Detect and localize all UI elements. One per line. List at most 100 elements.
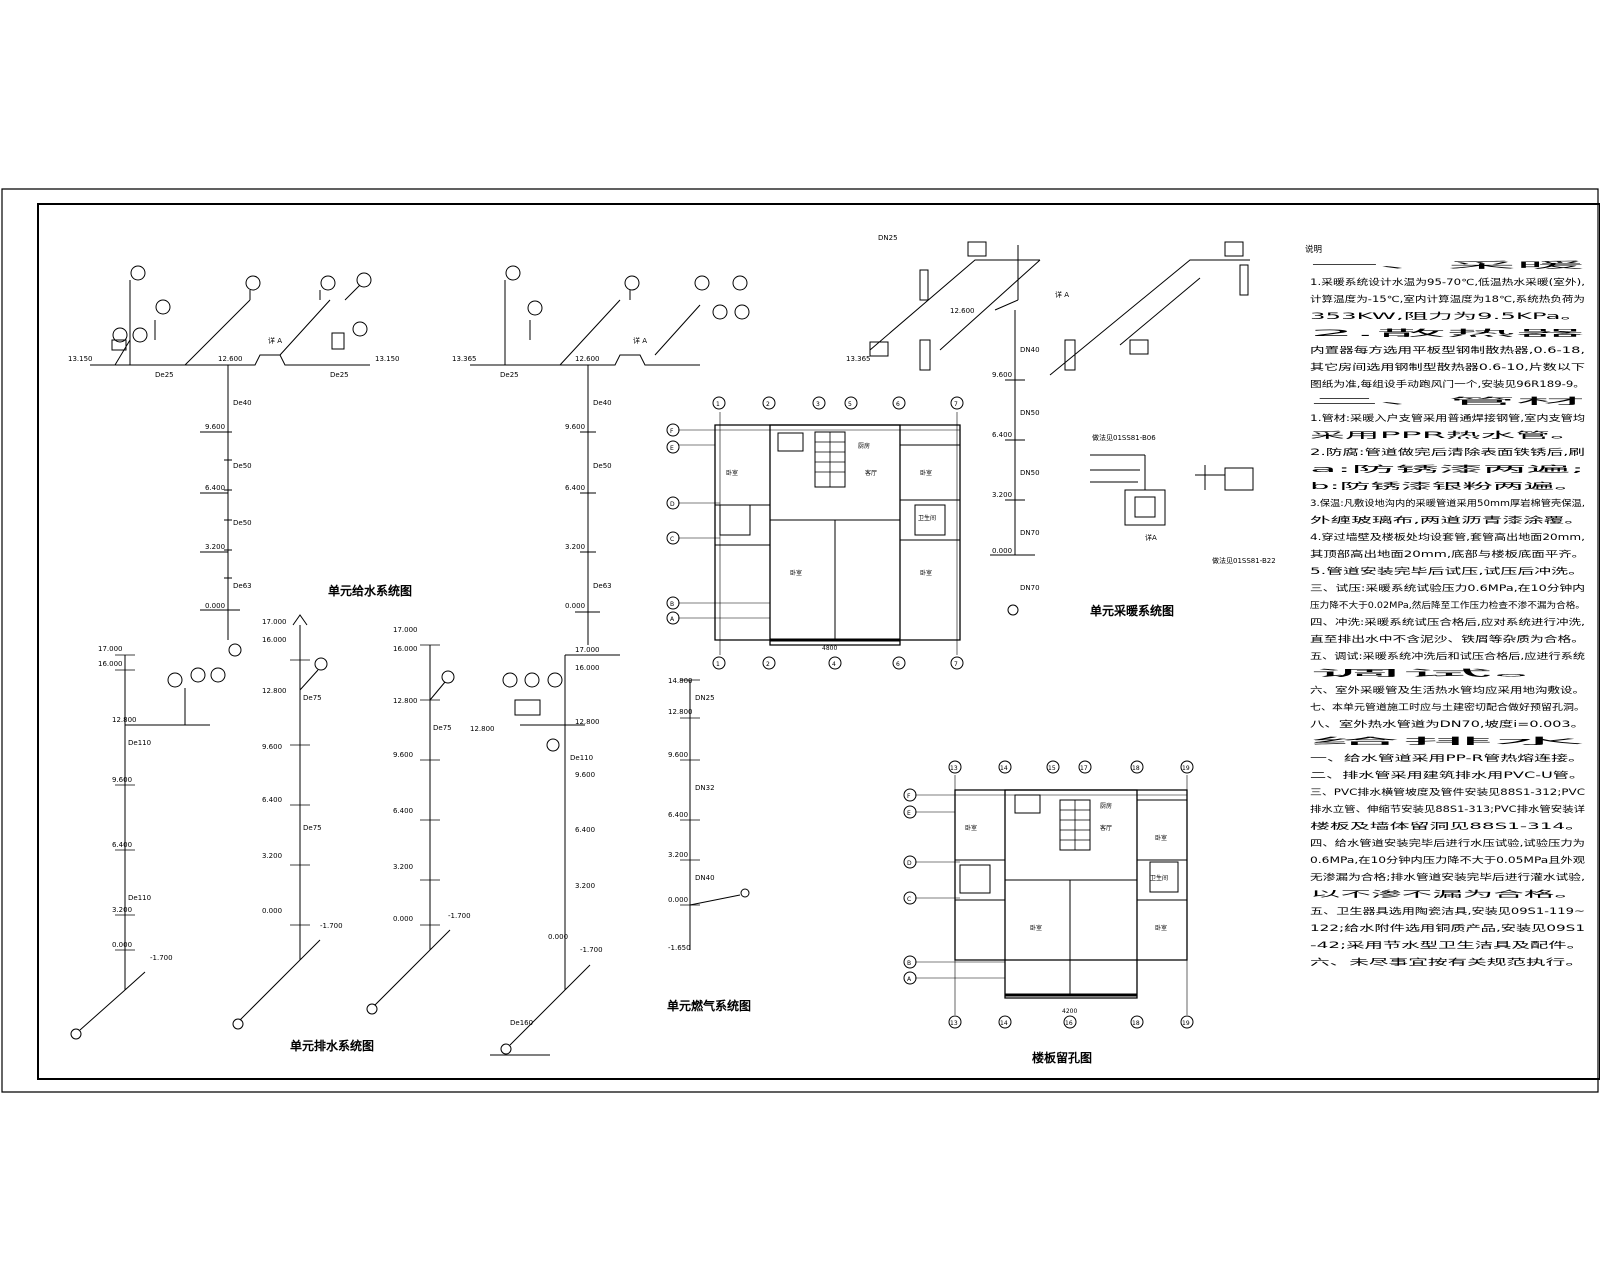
plan2-row-3: C [907, 896, 911, 903]
plan1-col-0: 1 [716, 401, 720, 408]
notes-line: 排水立管、伸缩节安装见88S1-313;PVC排水管安装详 [1310, 804, 1586, 815]
elev-drain-4-2: 6.400 [575, 826, 595, 834]
plan2-room-4: 卧室 [1155, 924, 1167, 932]
plan1-col-3: 5 [848, 401, 852, 408]
plan1-bcol-0: 1 [716, 661, 720, 668]
plan1-bcol-2: 4 [832, 661, 836, 668]
notes-line: 二、管材 [1310, 396, 1589, 407]
notes-line: 5.管道安装完毕后试压,试压后冲洗。 [1310, 566, 1585, 577]
plan1-room-5: 厨房 [858, 442, 870, 450]
design-notes: 说明 一、采暖1.采暖系统设计水温为95-70℃,低温热水采暖(室外), 计算温… [1305, 244, 1590, 968]
plan2-room-5: 厨房 [1100, 802, 1112, 810]
elev-heating-c: 9.600 [992, 371, 1012, 379]
notes-line: 七、本单元管道施工时应与土建密切配合做好预留孔洞。 [1310, 702, 1585, 713]
elev-drain-top-1: 17.000 [98, 645, 123, 653]
plan2-width: 4200 [1062, 1008, 1077, 1015]
label-dn40: DN40 [1020, 346, 1040, 354]
elev-gas-5: 0.000 [668, 896, 688, 904]
label-dn50-b: DN50 [1020, 469, 1040, 477]
elev-drain-1-0: 12.800 [112, 716, 137, 724]
elev-drain-top-2: 17.000 [262, 618, 287, 626]
plan1-bcol-4: 7 [954, 661, 958, 668]
elev-water-0: 9.600 [205, 423, 225, 431]
elev-drain-16-4: 16.000 [575, 664, 600, 672]
notes-line: 四、给水管道安装完毕后进行水压试验,试验压力为 [1310, 838, 1585, 849]
elev-gas-2: 9.600 [668, 751, 688, 759]
plan1-col-1: 2 [766, 401, 770, 408]
detail-a-ref-2: 详 A [633, 336, 647, 345]
plan1-bcol-1: 2 [766, 661, 770, 668]
notes-line: 楼板及墙体留洞见88S1-314。 [1310, 821, 1585, 832]
plan2-row-0: F [907, 793, 911, 800]
notes-line: b:防锈漆银粉两遍。 [1310, 481, 1585, 492]
detail-ref-2: 做法见01SS81-B22 [1212, 556, 1276, 565]
notes-line: 以不渗不漏为合格。 [1310, 889, 1585, 900]
title-drainage: 单元排水系统图 [290, 1038, 374, 1053]
label-de75-2: De75 [303, 824, 322, 832]
notes-line: 3.保温:凡敷设地沟内的采暖管道采用50mm厚岩棉管壳保温, [1310, 498, 1585, 509]
elev-drain-top-4: 17.000 [575, 646, 600, 654]
notes-line: 4.穿过墙壁及楼板处均设套管,套管高出地面20mm, [1310, 532, 1585, 543]
elev-roof-c-2: 12.600 [575, 355, 600, 363]
elev-drain-16-2: 16.000 [262, 636, 287, 644]
plan1-row-3: C [670, 536, 674, 543]
notes-line: 三、PVC排水横管坡度及管件安装见88S1-312;PVC [1310, 787, 1585, 798]
plan2-col-3: 17 [1080, 765, 1088, 772]
notes-line: 1.采暖系统设计水温为95-70℃,低温热水采暖(室外), [1310, 277, 1585, 288]
label-dn32-gas: DN32 [695, 784, 715, 792]
label-de63-b: De63 [593, 582, 612, 590]
plan2-row-2: D [907, 860, 912, 867]
elev-drain-2-0: 12.800 [262, 687, 287, 695]
notes-line: 调试。 [1310, 668, 1585, 679]
elev-heating-d: 6.400 [992, 431, 1012, 439]
elev-roof-b: 13.365 [452, 355, 477, 363]
elev-drain-3-1: 9.600 [393, 751, 413, 759]
notes-line: 五、调试:采暖系统冲洗后和试压合格后,应进行系统 [1310, 651, 1586, 662]
label-de25: De25 [155, 371, 174, 379]
label-de110-2: De110 [128, 894, 151, 902]
plan1-room-3: 卧室 [920, 469, 932, 477]
label-de50-b: De50 [233, 519, 252, 527]
elev-drain-1-4: 0.000 [112, 941, 132, 949]
label-dn25-gas: DN25 [695, 694, 715, 702]
elev-drain-4-1: 9.600 [575, 771, 595, 779]
heating-system [870, 242, 1250, 615]
label-dn70: DN70 [1020, 529, 1040, 537]
plan1-col-4: 6 [896, 401, 900, 408]
plan1-room-6: 卫生间 [918, 514, 936, 522]
elev-gas-1: 12.800 [668, 708, 693, 716]
plan2-col-5: 19 [1182, 765, 1190, 772]
plan2-row-1: E [907, 810, 911, 817]
label-de50: De50 [233, 462, 252, 470]
drainage-system [71, 615, 620, 1055]
plan2-bcol-1: 14 [1000, 1020, 1008, 1027]
plan2-row-5: A [907, 976, 912, 983]
elev-gas-0: 14.800 [668, 677, 693, 685]
label-de110-1: De110 [128, 739, 151, 747]
elev-drain-1-1: 9.600 [112, 776, 132, 784]
elev-drain-2-1: 9.600 [262, 743, 282, 751]
plan1-width: 4800 [822, 645, 837, 652]
label-de75-3: De75 [433, 724, 452, 732]
elev-heating-f: 0.000 [992, 547, 1012, 555]
notes-line: 内置器每方选用平板型钢制散热器,0.6-18, [1310, 345, 1585, 356]
elev-roof-c: 12.600 [218, 355, 243, 363]
notes-line: 外缠玻璃布,两道沥青漆涂覆。 [1310, 515, 1585, 526]
notes-line: 一、采暖 [1310, 260, 1589, 271]
label-de25-b: De25 [330, 371, 349, 379]
heating-note-top: DN25 [878, 234, 898, 242]
elev-water-1: 6.400 [205, 484, 225, 492]
elev-drain-3-3: 3.200 [393, 863, 413, 871]
plan2-bcol-4: 19 [1182, 1020, 1190, 1027]
notes-line: 直至排出水中不含泥沙、铁屑等杂质为合格。 [1310, 634, 1585, 645]
plan1-col-2: 3 [816, 401, 820, 408]
plan1-room-0: 卧室 [726, 469, 738, 477]
notes-line: 六、室外采暖管及生活热水管均应采用地沟敷设。 [1310, 685, 1585, 696]
plan2-row-4: B [907, 960, 911, 967]
elev-water-3: 0.000 [205, 602, 225, 610]
elev-gas-riser-2: 3.200 [565, 543, 585, 551]
notes-line: a:防锈漆两遍; [1310, 464, 1585, 475]
plan1-room-2: 客厅 [865, 469, 877, 477]
elev-drain-3-0: 12.800 [393, 697, 418, 705]
notes-line: 其顶部高出地面20mm,底部与楼板底面平齐。 [1310, 549, 1585, 560]
